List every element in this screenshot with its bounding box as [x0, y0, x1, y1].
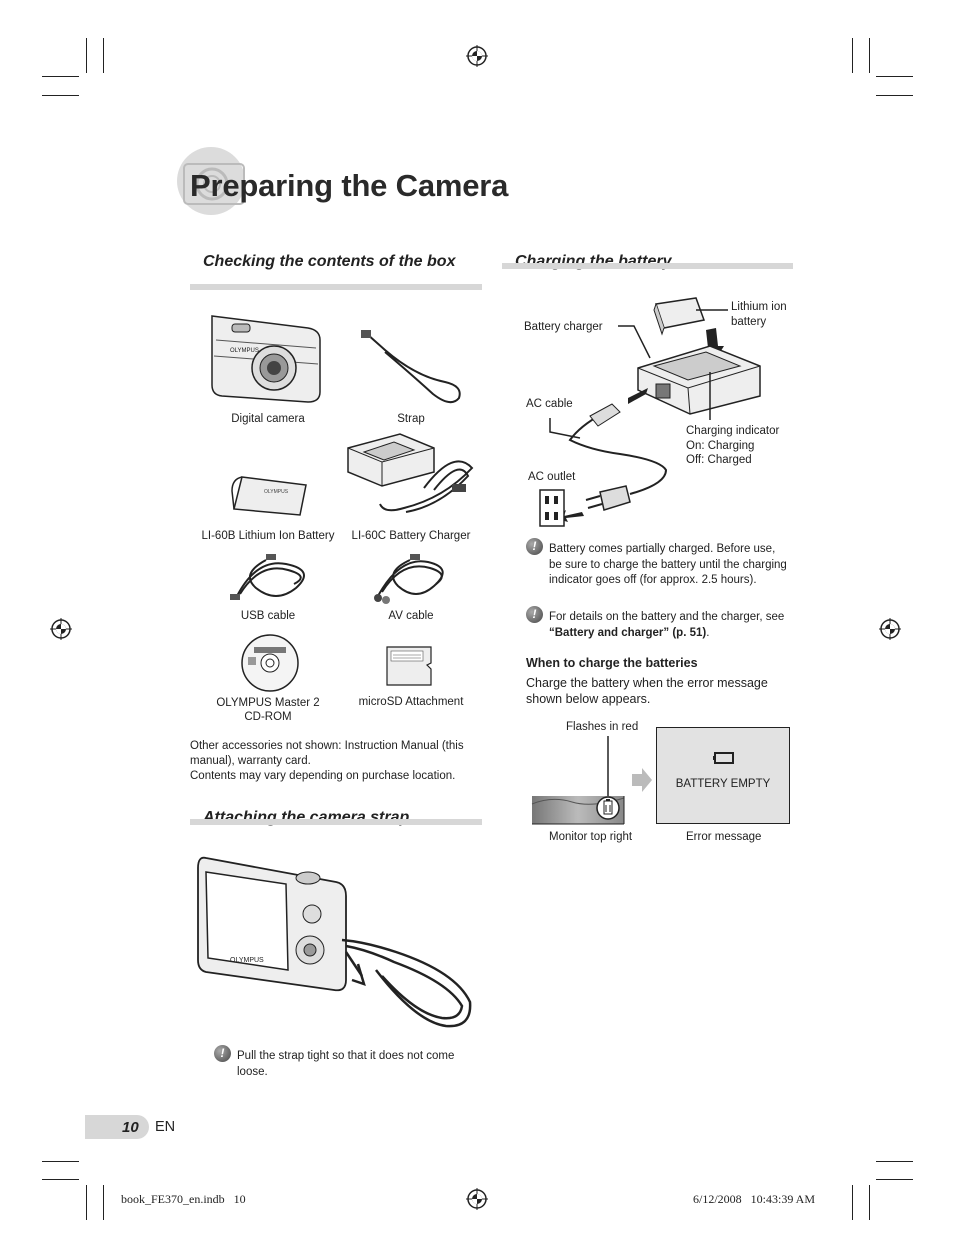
registration-mark-icon: [466, 1188, 488, 1210]
strap-illustration: [361, 330, 461, 404]
item-label-av-cable: AV cable: [388, 610, 434, 622]
svg-text:OLYMPUS: OLYMPUS: [230, 957, 264, 964]
note-text: For details on the battery and the charg…: [549, 611, 785, 623]
page-title: Preparing the Camera: [190, 168, 509, 203]
crop-mark: [42, 1161, 79, 1162]
caution-icon: !: [526, 538, 543, 555]
item-label-usb-cable: USB cable: [240, 610, 296, 622]
section-rule: [190, 284, 482, 290]
caution-icon: !: [214, 1045, 231, 1062]
strap-attach-illustration: OLYMPUS: [197, 856, 472, 1028]
label-ac-outlet: AC outlet: [528, 471, 576, 483]
label-monitor-top-right: Monitor top right: [549, 831, 633, 843]
camera-decoration-icon: [177, 147, 245, 215]
label-lithium-ion: Lithium ion: [731, 301, 787, 313]
svg-text:OLYMPUS: OLYMPUS: [264, 489, 289, 495]
monitor-top-right-illustration: [531, 736, 652, 825]
section-rule: [190, 819, 482, 825]
accessories-note-line: manual), warranty card.: [190, 755, 311, 767]
crop-mark: [876, 1179, 913, 1180]
crop-mark: [86, 38, 87, 73]
crop-mark: [876, 1161, 913, 1162]
page-reference-link[interactable]: “Battery and charger” (p. 51): [549, 626, 707, 639]
item-label-digital-camera: Digital camera: [231, 413, 305, 425]
item-label-microsd-attachment: microSD Attachment: [358, 696, 464, 708]
label-ac-cable: AC cable: [526, 398, 573, 410]
svg-text:OLYMPUS: OLYMPUS: [230, 348, 259, 354]
item-label-cd-rom: OLYMPUS Master 2 CD-ROM: [216, 697, 320, 723]
registration-mark-icon: [466, 45, 488, 67]
crop-mark: [86, 1185, 87, 1220]
note-text: .: [706, 626, 710, 639]
crop-mark: [876, 95, 913, 96]
crop-mark: [852, 38, 853, 73]
microsd-attachment-illustration: [386, 646, 432, 686]
charging-note-1: Battery comes partially charged. Before …: [549, 543, 787, 586]
charging-note-2: For details on the battery and the charg…: [549, 610, 789, 641]
footer-timestamp: 6/12/2008 10:43:39 AM: [693, 1192, 816, 1206]
battery-illustration: OLYMPUS: [231, 476, 307, 516]
crop-mark: [869, 38, 870, 73]
crop-mark: [42, 1179, 79, 1180]
item-label-battery: LI-60B Lithium Ion Battery: [201, 530, 335, 542]
label-on-charging: On: Charging: [686, 440, 755, 452]
registration-mark-icon: [879, 618, 901, 640]
when-to-charge-heading: When to charge the batteries: [526, 656, 698, 670]
footer-file: book_FE370_en.indb 10: [121, 1192, 246, 1206]
charging-diagram: [539, 297, 761, 527]
page-number: 10: [122, 1119, 139, 1136]
caution-icon: !: [526, 606, 543, 623]
accessories-note-line: Other accessories not shown: Instruction…: [190, 740, 464, 752]
error-message-screen: BATTERY EMPTY: [656, 727, 790, 824]
label-battery: battery: [731, 316, 767, 328]
accessories-note-line: Contents may vary depending on purchase …: [190, 770, 456, 782]
label-battery-charger: Battery charger: [524, 321, 603, 333]
label-charging-indicator: Charging indicator: [686, 425, 780, 437]
usb-cable-illustration: [230, 554, 305, 600]
registration-mark-icon: [50, 618, 72, 640]
label-error-message: Error message: [686, 831, 762, 843]
when-to-charge-body: Charge the battery when the error messag…: [526, 676, 768, 706]
label-flashes-in-red: Flashes in red: [566, 721, 639, 733]
crop-mark: [103, 1185, 104, 1220]
av-cable-illustration: [374, 554, 444, 604]
section-heading-box-contents: Checking the contents of the box: [203, 253, 456, 270]
page-number-tab: [85, 1115, 149, 1139]
crop-mark: [852, 1185, 853, 1220]
cd-rom-illustration: [241, 634, 299, 692]
crop-mark: [103, 38, 104, 73]
crop-mark: [42, 95, 79, 96]
crop-mark: [876, 76, 913, 77]
item-label-strap: Strap: [397, 413, 425, 425]
item-label-battery-charger: LI-60C Battery Charger: [351, 530, 471, 542]
battery-empty-text: BATTERY EMPTY: [675, 778, 771, 790]
digital-camera-illustration: OLYMPUS: [211, 315, 321, 403]
battery-charger-illustration: [347, 433, 474, 513]
accessories-note: Other accessories not shown: Instruction…: [190, 739, 490, 784]
page-language: EN: [155, 1119, 176, 1135]
label-off-charged: Off: Charged: [686, 454, 752, 466]
crop-mark: [869, 1185, 870, 1220]
crop-mark: [42, 76, 79, 77]
strap-note: Pull the strap tight so that it does not…: [237, 1050, 455, 1078]
battery-empty-icon: [713, 752, 734, 764]
section-rule: [502, 263, 793, 269]
